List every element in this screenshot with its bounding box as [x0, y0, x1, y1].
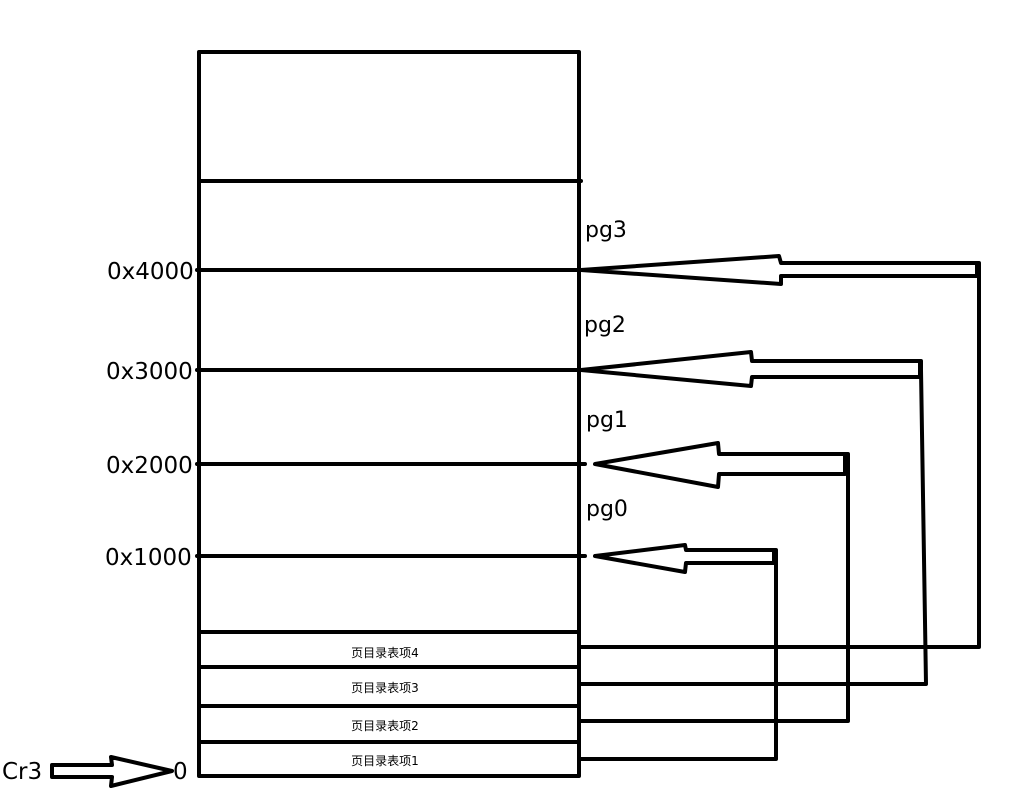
page-label-pg0: pg0 [586, 497, 628, 522]
arrow-entry2-pg1 [593, 441, 847, 489]
page-label-pg1: pg1 [586, 408, 628, 433]
address-label-0x2000: 0x2000 [106, 453, 193, 479]
memory-block [197, 50, 581, 778]
connector-entry2-pg1 [577, 452, 850, 723]
address-label-zero: 0 [173, 759, 188, 785]
cr3-pointer-arrow [50, 755, 174, 788]
entry-label-4: 页目录表项4 [351, 646, 419, 660]
address-label-0x3000: 0x3000 [106, 359, 193, 385]
page-label-pg3: pg3 [585, 218, 627, 243]
page-label-pg2: pg2 [584, 313, 626, 338]
register-label-cr3: Cr3 [2, 759, 42, 785]
arrow-entry4-pg3 [579, 254, 979, 286]
entry-label-3: 页目录表项3 [351, 681, 419, 695]
address-label-0x4000: 0x4000 [107, 259, 194, 285]
connector-entry1-pg0 [577, 548, 778, 761]
entry-label-2: 页目录表项2 [351, 719, 419, 733]
arrow-entry1-pg0 [593, 543, 776, 574]
address-label-0x1000: 0x1000 [105, 545, 192, 571]
arrow-entry3-pg2 [579, 350, 922, 388]
entry-label-1: 页目录表项1 [351, 754, 419, 768]
connector-entry3-pg2 [577, 359, 928, 686]
